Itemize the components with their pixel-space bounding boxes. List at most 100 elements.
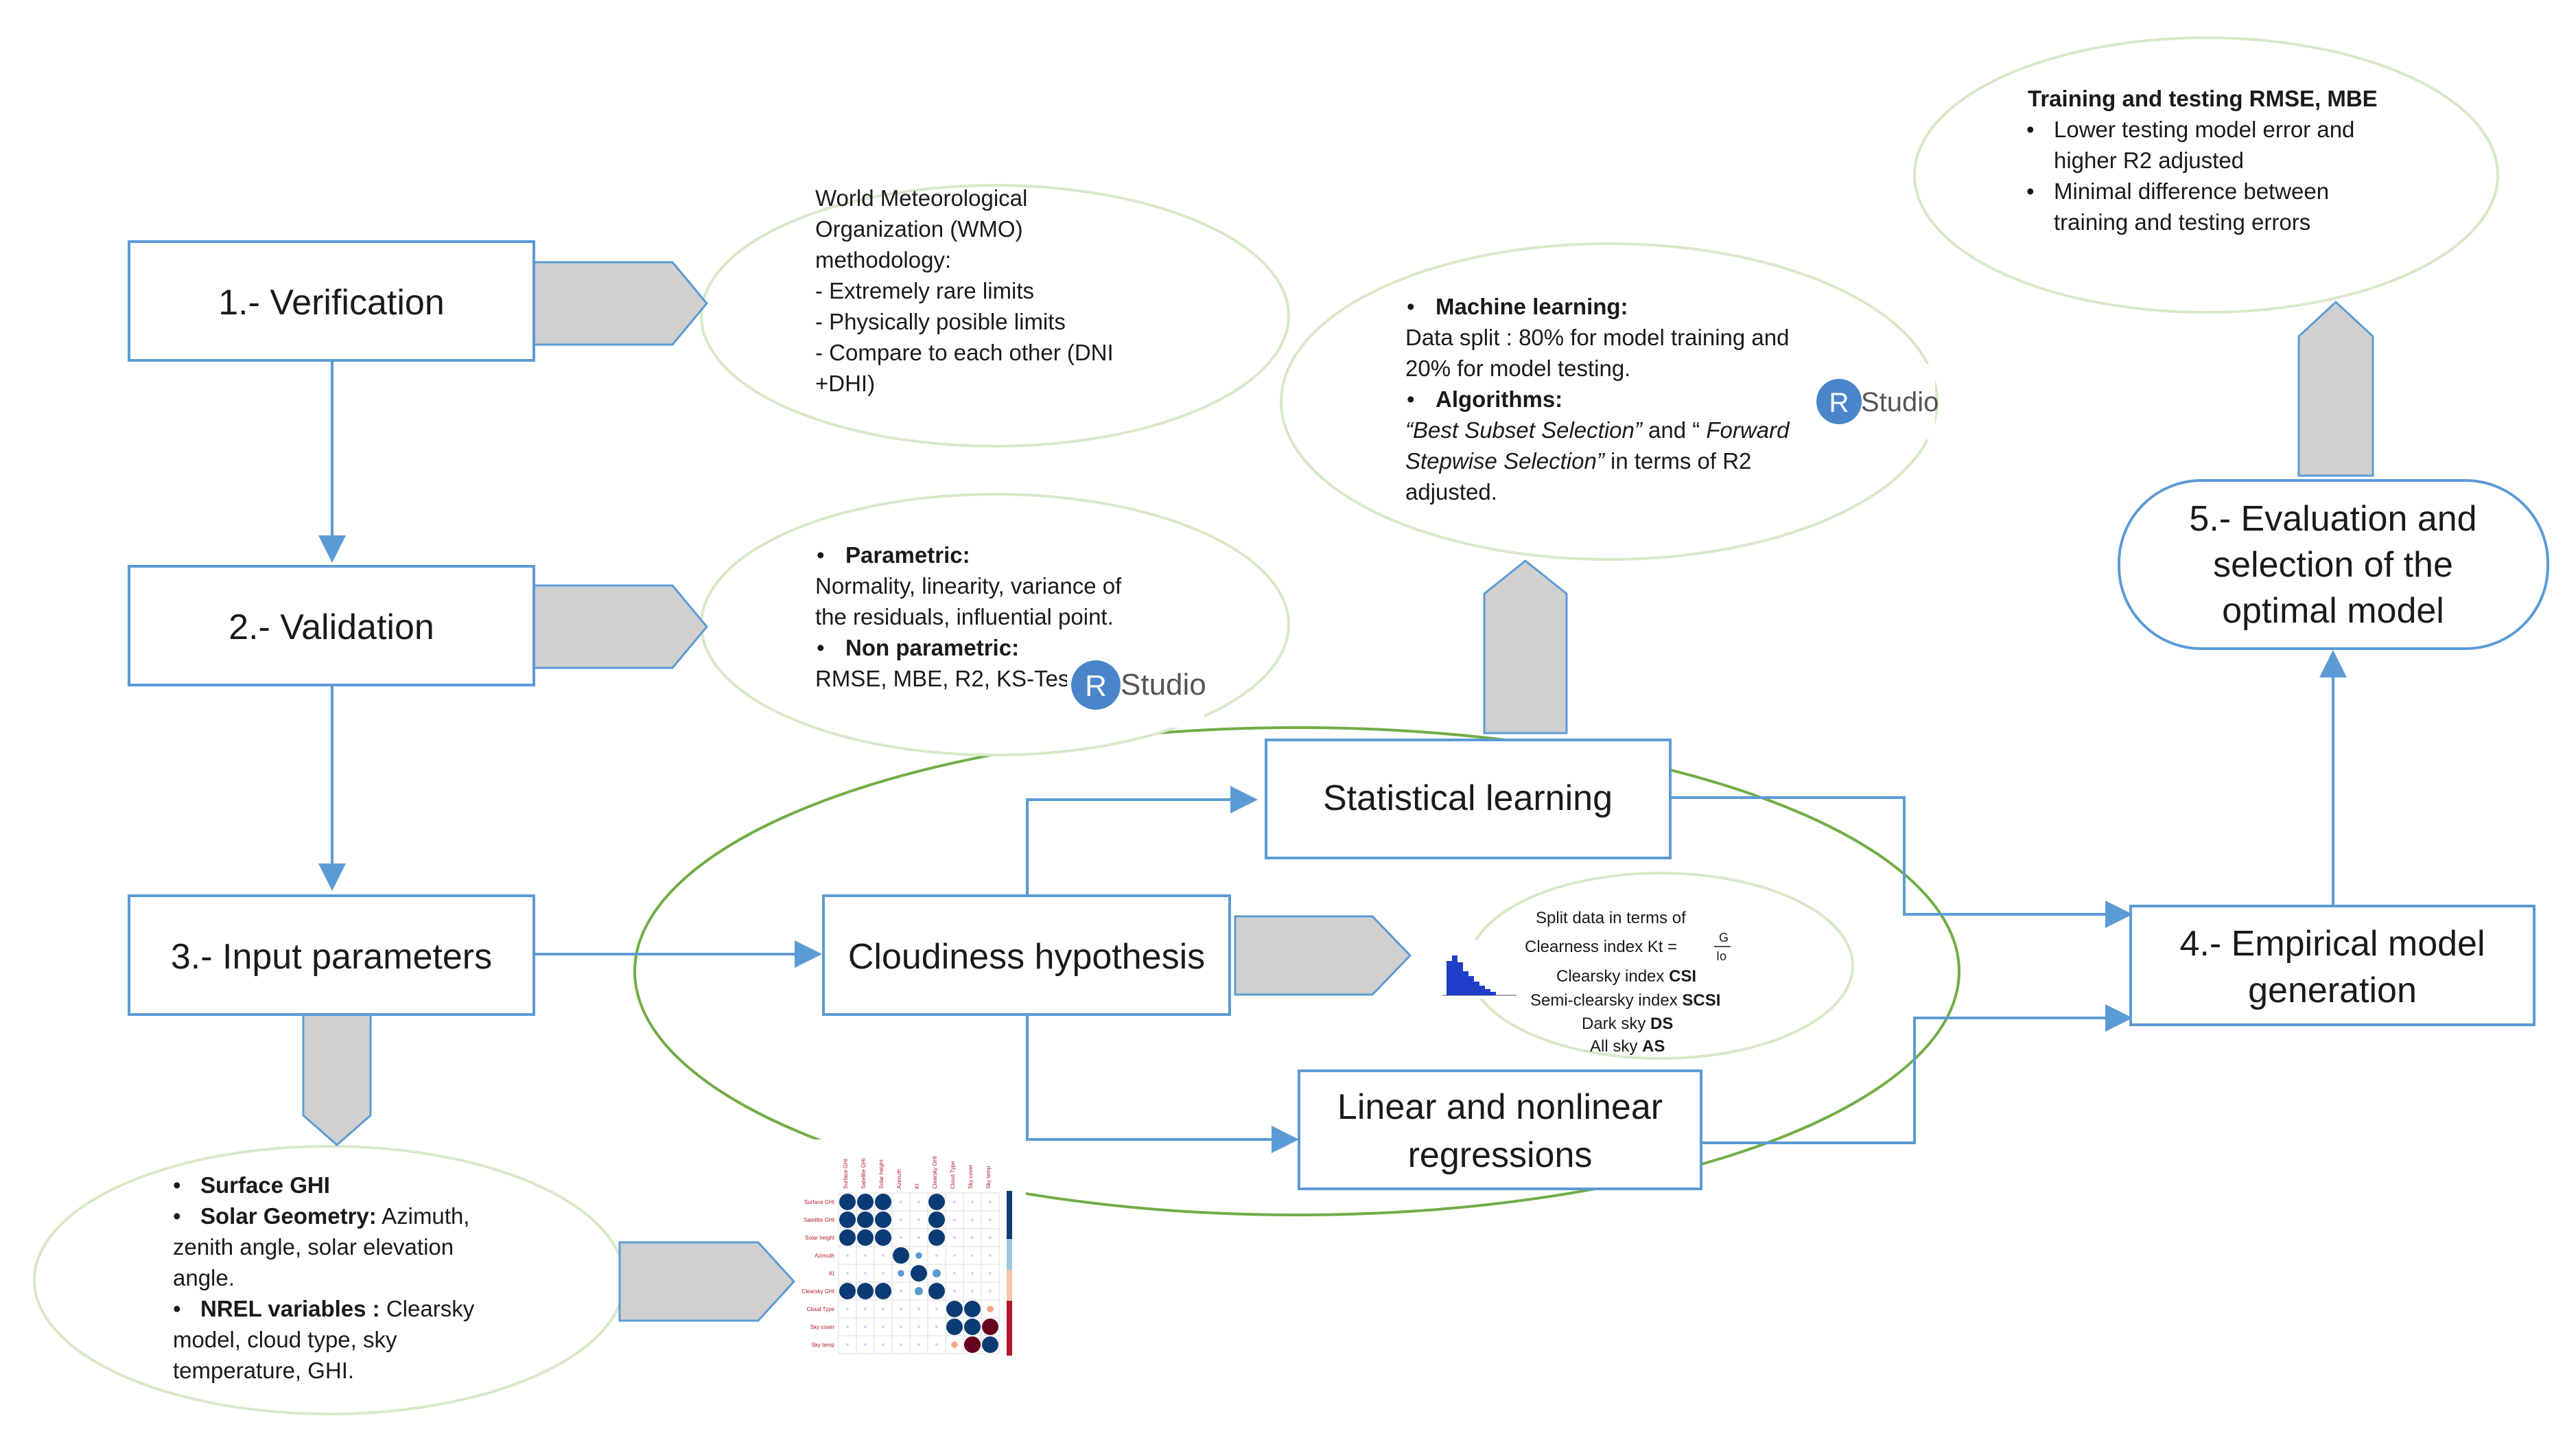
corr-dot — [900, 1343, 902, 1346]
corr-col-label: Kt — [914, 1183, 920, 1189]
corr-dot — [989, 1272, 992, 1275]
corr-dot — [864, 1254, 867, 1257]
corr-dot — [971, 1254, 974, 1257]
corr-dot — [915, 1287, 923, 1295]
parametric-text1: Normality, linearity, variance of — [815, 573, 1122, 599]
ml-alg-line2: Stepwise Selection” in terms of R2 — [1405, 448, 1751, 474]
evaluation-label-line2: selection of the — [2213, 545, 2453, 585]
corr-dot — [846, 1308, 849, 1310]
corr-dot — [900, 1201, 902, 1203]
corr-dot — [928, 1194, 945, 1210]
cloudiness-chevron — [1234, 915, 1412, 996]
corr-row-label: Satellite GHI — [804, 1217, 834, 1223]
corr-row-label: Surface GHI — [804, 1199, 834, 1205]
alg-rest: in terms of R2 — [1604, 448, 1752, 474]
corr-dot — [971, 1201, 974, 1203]
split-line1: Split data in terms of — [1536, 909, 1686, 927]
r-circle-icon — [1816, 379, 1862, 424]
wmo-line3: methodology: — [815, 247, 951, 273]
r-circle-icon — [1071, 660, 1121, 710]
kt-histogram — [1438, 940, 1520, 999]
empirical-model-label-line2: generation — [2248, 971, 2417, 1010]
corr-dot — [964, 1336, 981, 1353]
validation-chevron — [532, 584, 708, 669]
corr-col-label: Sky temp — [985, 1166, 992, 1189]
ds-text: Dark sky — [1582, 1015, 1650, 1033]
corr-dot — [917, 1325, 920, 1328]
ml-alg-line1: “Best Subset Selection” and “ Forward — [1405, 417, 1790, 443]
input-b2: • Solar Geometry: Azimuth, — [173, 1203, 469, 1229]
statistical-up-chevron — [1483, 559, 1568, 734]
corr-col-label: Clearsky GHI — [932, 1156, 938, 1189]
logo-r: R — [1829, 388, 1849, 418]
input-b3-line3: temperature, GHI. — [173, 1358, 354, 1383]
corr-dot — [864, 1325, 867, 1328]
wmo-item3-cont: +DHI) — [815, 371, 875, 396]
split-note-text: Split data in terms of Clearness index K… — [1525, 909, 1731, 1056]
wmo-item3: - Compare to each other (DNI — [815, 340, 1114, 365]
corr-dot — [846, 1343, 849, 1346]
wmo-note-text: World Meteorological Organization (WMO) … — [815, 185, 1114, 396]
arrow-statistical-to-empirical — [1670, 796, 2133, 928]
corr-dot — [928, 1212, 945, 1228]
split-scsi: Semi-clearsky index SCSI — [1530, 991, 1720, 1010]
bullet: • — [817, 635, 825, 660]
corr-dot — [933, 1269, 941, 1277]
corr-dot — [964, 1301, 981, 1317]
corr-dot — [882, 1325, 885, 1328]
statistical-learning-box — [1265, 739, 1672, 859]
corr-row-label: Sky cover — [810, 1324, 834, 1330]
rstudio-logo: R Studio — [1812, 364, 1939, 439]
arrow-linear-to-empirical — [1701, 1004, 2133, 1144]
logo-studio: Studio — [1861, 387, 1939, 417]
corr-dot — [917, 1201, 920, 1203]
corr-dot — [882, 1272, 885, 1275]
parametric-label: Parametric: — [845, 542, 970, 568]
ml-note-ellipse — [1280, 242, 1939, 561]
corr-dot — [900, 1308, 902, 1310]
corr-dot — [935, 1308, 938, 1310]
evaluation-label-line1: 5.- Evaluation and — [2189, 499, 2477, 539]
as-text: All sky — [1590, 1037, 1642, 1056]
input-b1: Surface GHI — [200, 1172, 330, 1198]
corr-dot — [900, 1218, 902, 1221]
corr-dot — [898, 1270, 904, 1277]
corr-dot — [982, 1336, 998, 1353]
linear-regressions-box — [1298, 1069, 1702, 1190]
corr-dot — [964, 1319, 981, 1335]
corr-dot — [989, 1201, 992, 1203]
logo-r: R — [1085, 669, 1107, 703]
corr-row-label: Clearsky GHI — [801, 1288, 834, 1295]
corr-dot — [846, 1254, 849, 1257]
corr-dot — [928, 1229, 945, 1246]
corr-dot — [917, 1343, 920, 1346]
logo-studio: Studio — [1121, 668, 1206, 702]
corr-dot — [953, 1272, 956, 1275]
corr-dot — [882, 1343, 885, 1346]
split-csi: Clearsky index CSI — [1556, 967, 1696, 986]
solar-geometry-label: Solar Geometry: — [200, 1203, 377, 1229]
arrow-cloudiness-to-linear — [1026, 1016, 1299, 1153]
corr-dot — [915, 1252, 922, 1259]
wmo-item1: - Extremely rare limits — [815, 278, 1034, 303]
corr-dot — [953, 1236, 956, 1239]
cloudiness-label: Cloudiness hypothesis — [848, 937, 1205, 977]
corr-row-label: Cloud Type — [807, 1306, 835, 1312]
corr-dot — [857, 1194, 874, 1210]
corr-dot — [882, 1254, 885, 1257]
empirical-model-label-line1: 4.- Empirical model — [2179, 924, 2485, 964]
corr-dot — [864, 1308, 867, 1310]
corr-dot — [839, 1194, 856, 1210]
alg-best-subset: “Best Subset Selection” — [1405, 417, 1643, 443]
corr-row-label: Kt — [829, 1271, 834, 1277]
corr-dot — [946, 1301, 963, 1317]
corr-dot — [900, 1236, 902, 1239]
corr-colorbar — [1007, 1191, 1012, 1356]
corr-dot — [917, 1218, 920, 1221]
training-b1a: Lower testing model error and — [2054, 117, 2354, 142]
input-parameters-box — [128, 894, 535, 1016]
solar-geometry-text: Azimuth, — [377, 1203, 470, 1229]
corr-dot — [900, 1290, 902, 1292]
corr-dot — [987, 1306, 994, 1312]
